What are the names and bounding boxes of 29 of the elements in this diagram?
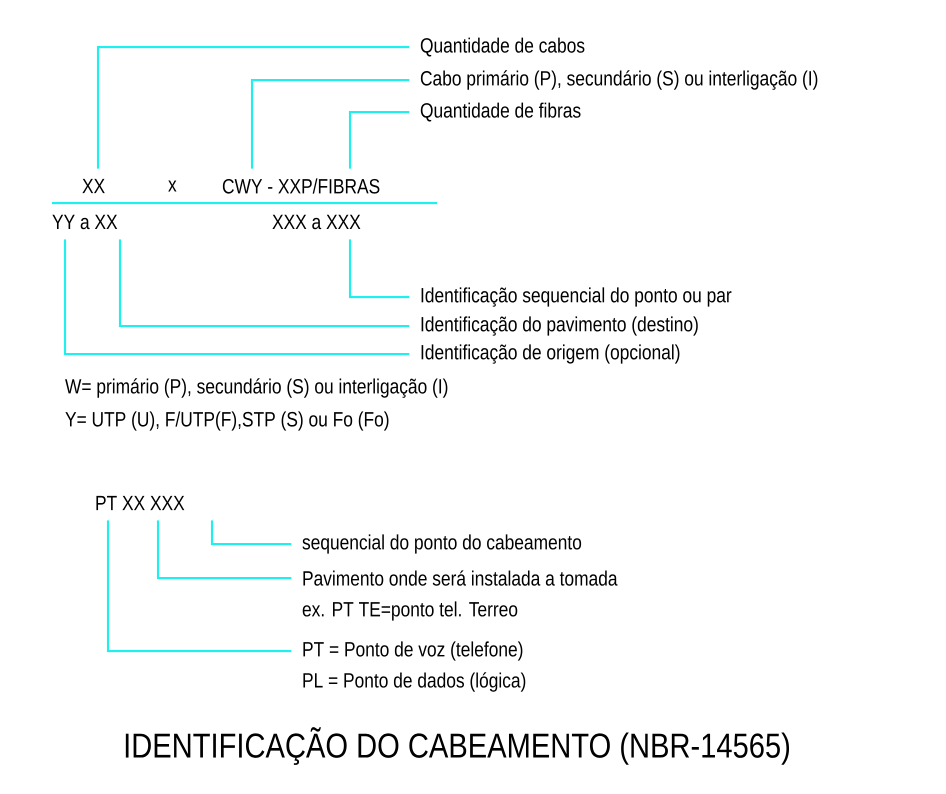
leader-line (250, 78, 410, 169)
note-text: ex. PT TE=ponto tel. Terreo (302, 601, 518, 621)
description-text: Identificação do pavimento (destino) (422, 316, 698, 336)
code-text: YY a XX (52, 214, 118, 230)
leader-line (118, 239, 410, 328)
description-text: Pavimento onde será instalada a tomada (303, 570, 618, 586)
leader-line (210, 520, 292, 546)
description-text: Quantidade de cabos (420, 38, 584, 56)
description-text: Quantidade de fibras (420, 102, 580, 122)
leader-line (106, 520, 292, 652)
code-text: XXX a XXX (272, 214, 360, 230)
title: IDENTIFICAÇÃO DO CABEAMENTO (NBR-14565) (126, 727, 790, 765)
description-text: Cabo primário (P), secundário (S) ou interligação (I) (420, 70, 818, 90)
description-text: sequencial do ponto do cabeamento (302, 534, 582, 554)
leader-line (348, 110, 410, 169)
description-text: PT = Ponto de voz (telefone) (303, 641, 522, 661)
leader-line (64, 239, 410, 356)
leader-line (96, 46, 410, 169)
code-text: XX (82, 178, 105, 194)
code-text: CWY - XXP/FIBRAS (222, 178, 380, 194)
note-text: Y= UTP (U), F/UTP(F),STP (S) ou Fo (Fo) (65, 411, 388, 431)
leader-line (348, 239, 410, 298)
note-text: PL = Ponto de dados (lógica) (303, 672, 526, 692)
note-text: W= primário (P), secundário (S) ou interligação (I) (65, 378, 448, 398)
code-text: PT XX XXX (96, 496, 184, 510)
description-text: Identificação sequencial do ponto ou par (422, 287, 732, 307)
leader-line (156, 520, 292, 580)
note-text: x (168, 180, 176, 192)
description-text: Identificação de origem (opcional) (422, 344, 680, 364)
